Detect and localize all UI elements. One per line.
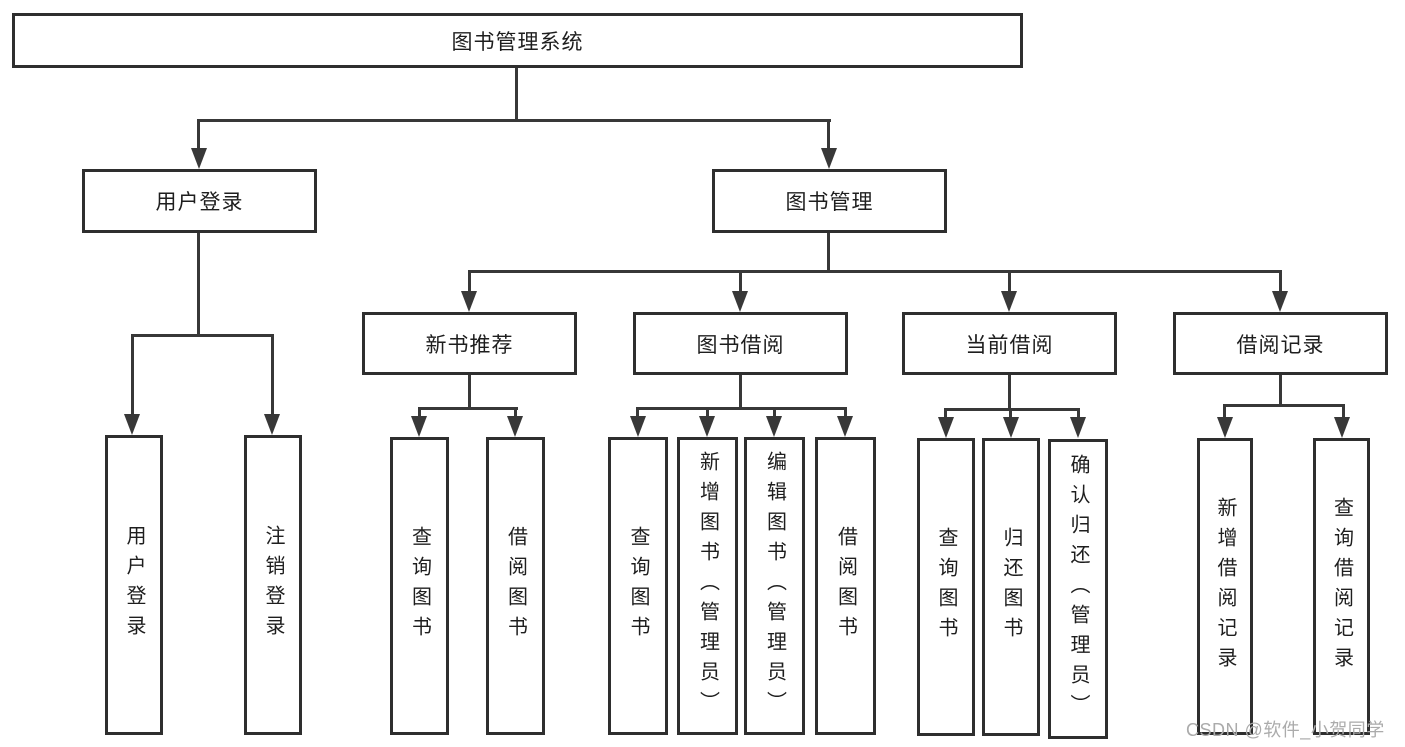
connector-to-leaf <box>844 407 847 418</box>
connector-book-management-stem <box>827 233 830 273</box>
node-user-login: 用户登录 <box>82 169 317 233</box>
connector-root-stem <box>515 68 518 122</box>
leaf-logout: 注销登录 <box>244 435 302 735</box>
node-book-management: 图书管理 <box>712 169 947 233</box>
connector-borrow-records-split <box>1223 404 1345 407</box>
connector-to-book-borrow <box>739 270 742 292</box>
arrow-down-icon <box>1217 417 1233 438</box>
connector-to-leaf <box>773 407 776 418</box>
arrow-down-icon <box>411 416 427 437</box>
connector-user-login-stem <box>197 233 200 337</box>
node-library-management-system: 图书管理系统 <box>12 13 1023 68</box>
arrow-down-icon <box>1001 291 1017 312</box>
connector-to-current-borrow <box>1008 270 1011 292</box>
connector-to-leaf <box>131 334 134 415</box>
connector-to-leaf <box>1009 408 1012 419</box>
connector-to-book-management <box>827 119 830 148</box>
connector-new-book-stem <box>468 375 471 410</box>
leaf-query-books-recommend: 查询图书 <box>390 437 449 735</box>
leaf-confirm-return-admin: 确认归还（管理员） <box>1048 439 1108 739</box>
leaf-query-books-borrow: 查询图书 <box>608 437 668 735</box>
connector-to-user-login <box>197 119 200 148</box>
connector-to-borrow-records <box>1279 270 1282 292</box>
leaf-query-borrow-record: 查询借阅记录 <box>1313 438 1370 735</box>
leaf-query-books-current: 查询图书 <box>917 438 975 736</box>
arrow-down-icon <box>1334 417 1350 438</box>
connector-user-login-split <box>131 334 274 337</box>
arrow-down-icon <box>1003 417 1019 438</box>
connector-level2-split <box>197 119 831 122</box>
connector-current-borrow-split <box>944 408 1080 411</box>
arrow-down-icon <box>938 417 954 438</box>
leaf-add-borrow-record: 新增借阅记录 <box>1197 438 1253 735</box>
arrow-down-icon <box>699 416 715 437</box>
arrow-down-icon <box>732 291 748 312</box>
connector-to-leaf <box>271 334 274 415</box>
connector-to-leaf <box>636 407 639 418</box>
leaf-borrow-books-recommend: 借阅图书 <box>486 437 545 735</box>
connector-to-leaf <box>1077 408 1080 419</box>
arrow-down-icon <box>124 414 140 435</box>
arrow-down-icon <box>766 416 782 437</box>
csdn-watermark: CSDN @软件_小贺同学 <box>1186 720 1385 740</box>
connector-new-book-split <box>418 407 518 410</box>
leaf-return-books: 归还图书 <box>982 438 1040 736</box>
arrow-down-icon <box>191 148 207 169</box>
arrow-down-icon <box>461 291 477 312</box>
arrow-down-icon <box>1070 417 1086 438</box>
leaf-borrow-books: 借阅图书 <box>815 437 876 735</box>
connector-to-leaf <box>1342 404 1345 417</box>
connector-to-leaf <box>944 408 947 419</box>
connector-book-borrow-stem <box>739 375 742 410</box>
connector-book-borrow-split <box>636 407 847 410</box>
arrow-down-icon <box>630 416 646 437</box>
arrow-down-icon <box>507 416 523 437</box>
connector-level3-split <box>468 270 1282 273</box>
connector-current-borrow-stem <box>1008 375 1011 411</box>
node-new-book-recommend: 新书推荐 <box>362 312 577 375</box>
connector-to-leaf <box>706 407 709 418</box>
leaf-add-books-admin: 新增图书（管理员） <box>677 437 738 735</box>
arrow-down-icon <box>821 148 837 169</box>
arrow-down-icon <box>837 416 853 437</box>
connector-to-leaf <box>514 407 517 418</box>
node-borrow-records: 借阅记录 <box>1173 312 1388 375</box>
connector-borrow-records-stem <box>1279 375 1282 407</box>
leaf-edit-books-admin: 编辑图书（管理员） <box>744 437 805 735</box>
arrow-down-icon <box>264 414 280 435</box>
connector-to-new-book <box>468 270 471 292</box>
leaf-user-login: 用户登录 <box>105 435 163 735</box>
connector-to-leaf <box>418 407 421 418</box>
node-book-borrow: 图书借阅 <box>633 312 848 375</box>
connector-to-leaf <box>1223 404 1226 417</box>
arrow-down-icon <box>1272 291 1288 312</box>
node-current-borrow: 当前借阅 <box>902 312 1117 375</box>
